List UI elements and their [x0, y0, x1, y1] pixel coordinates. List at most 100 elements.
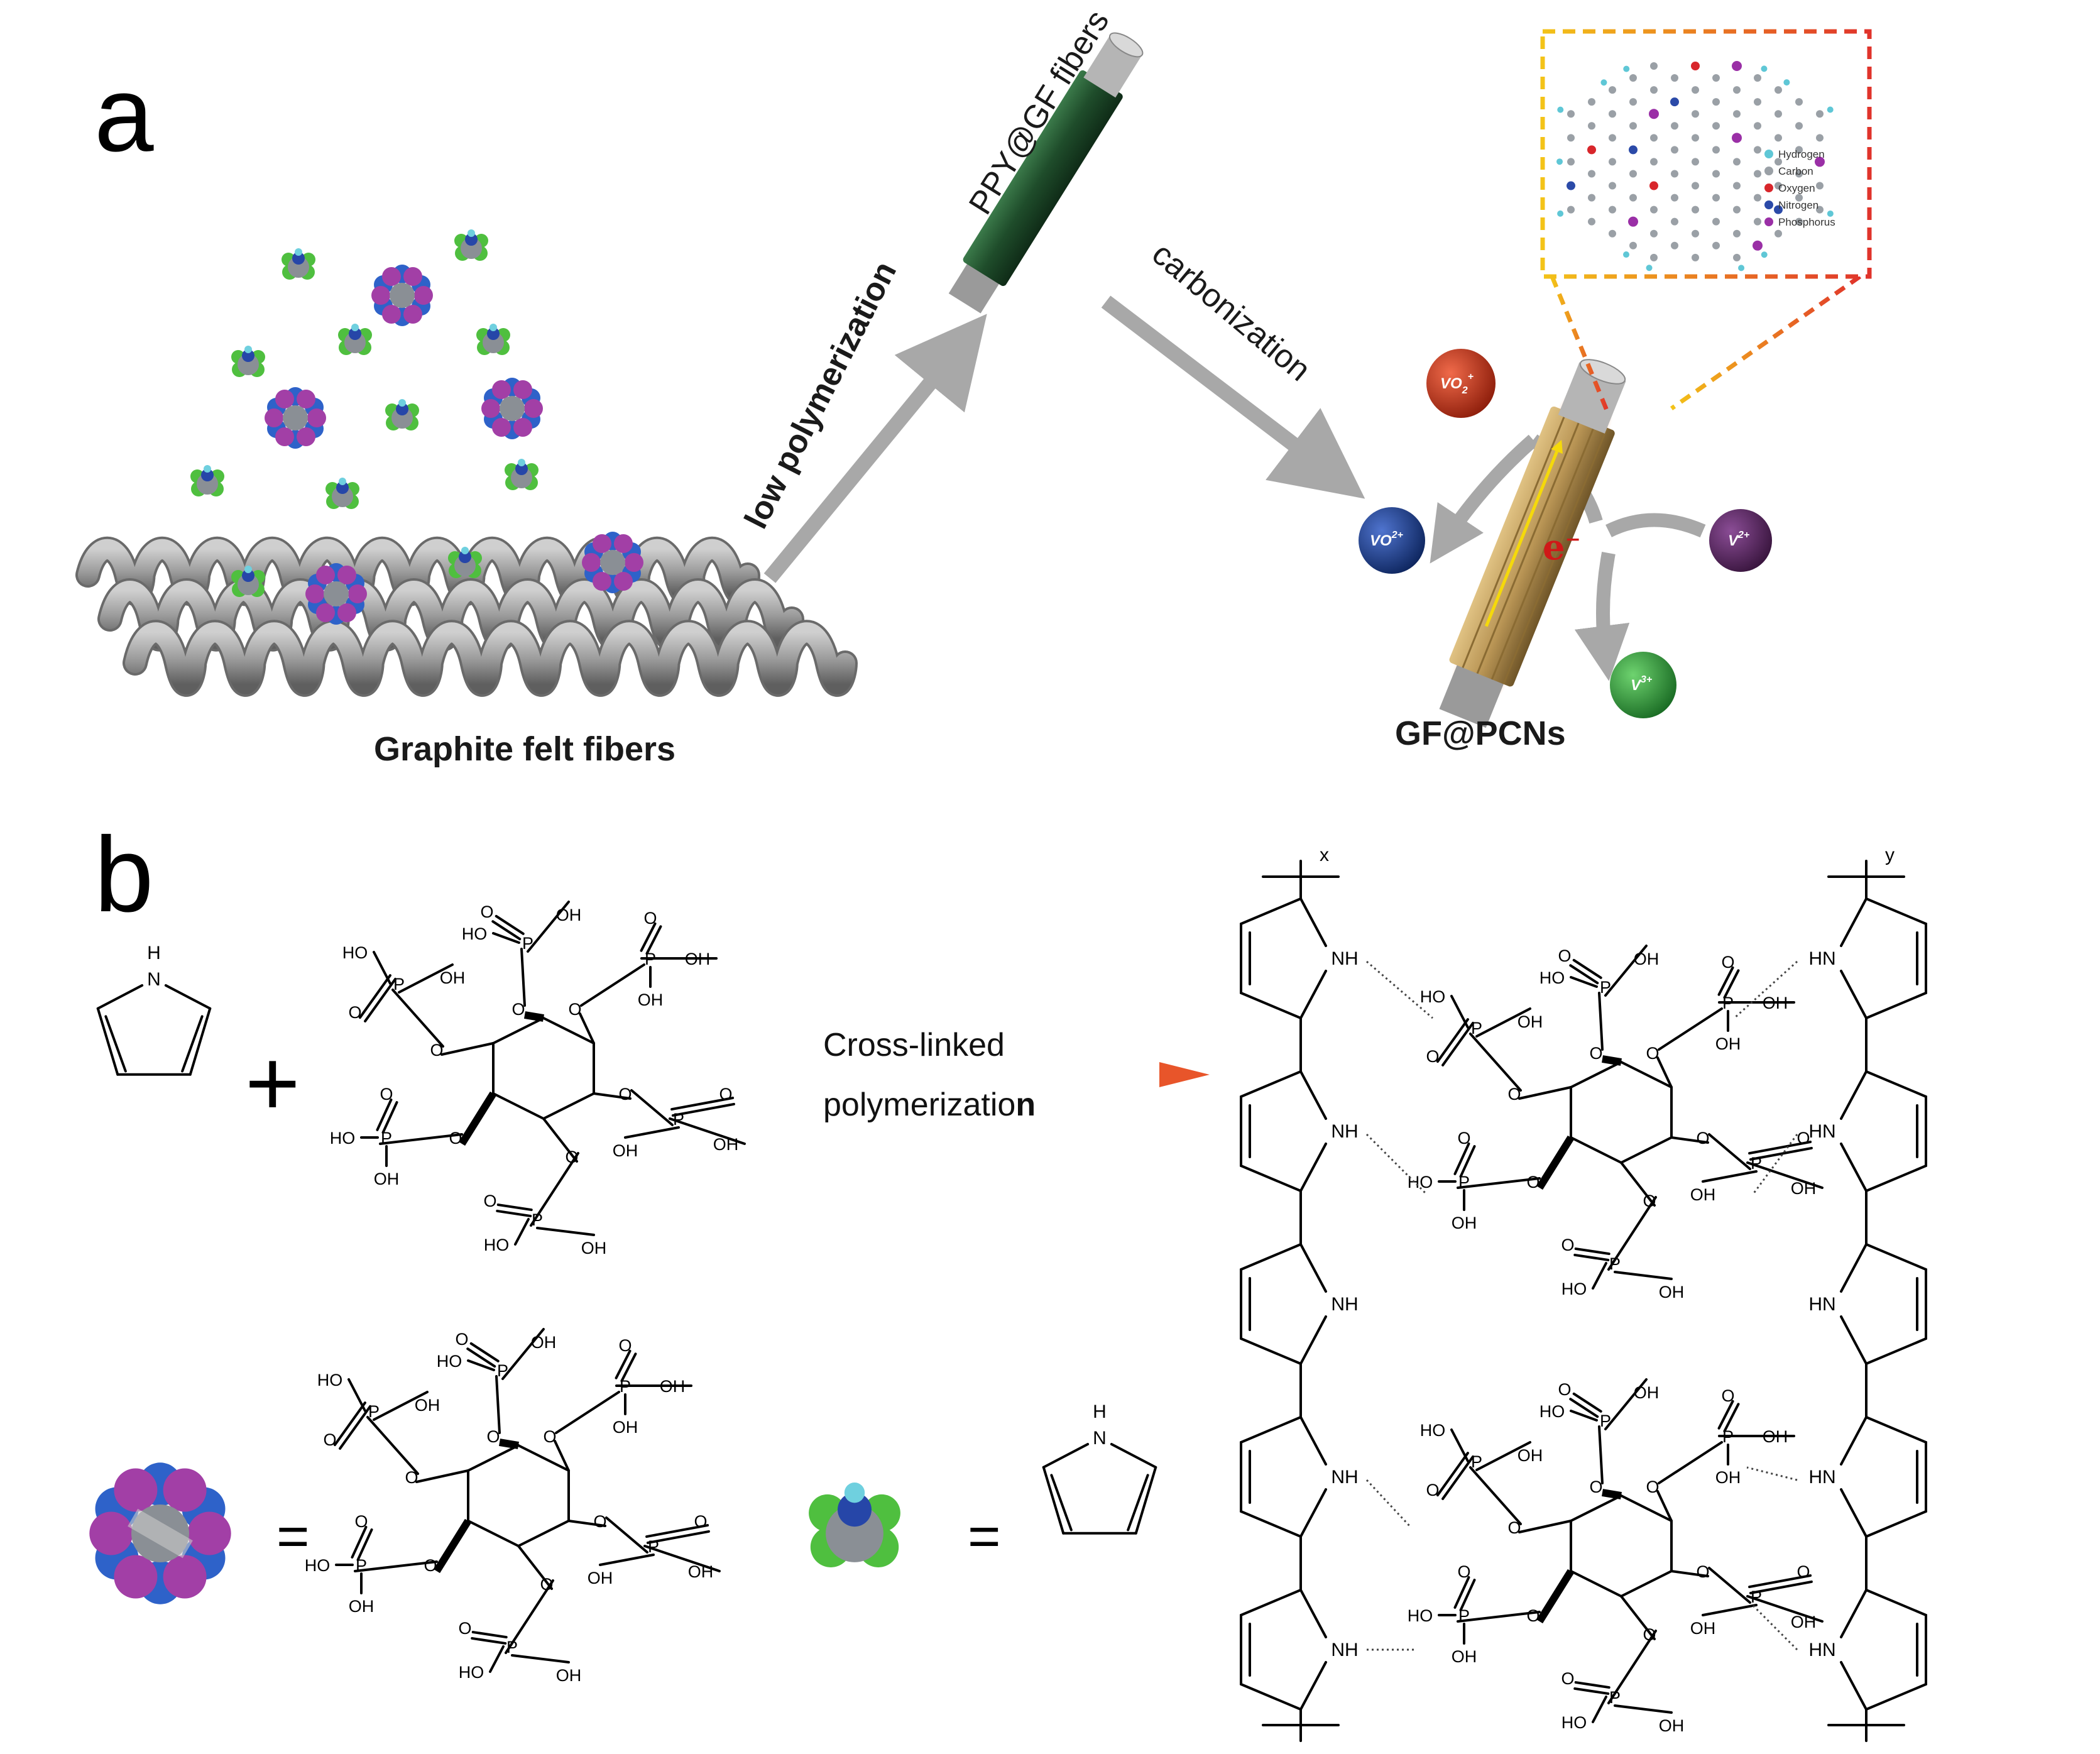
atom-label: NH [1331, 1294, 1358, 1315]
atom-label: O [1558, 946, 1571, 965]
lattice-atom [1754, 170, 1761, 178]
lattice-atom [1712, 170, 1720, 178]
legend-swatch [1764, 184, 1773, 192]
atom-label: O [1696, 1129, 1709, 1148]
lattice-atom [1733, 86, 1741, 94]
chem-bond [1749, 1146, 1813, 1161]
lattice-atom [1732, 61, 1742, 71]
legend-label: Nitrogen [1778, 199, 1818, 211]
atom-label: HN [1808, 1121, 1835, 1142]
chem-bond [517, 1444, 570, 1472]
legend-swatch [1764, 217, 1773, 226]
atom-label: O [483, 1192, 496, 1210]
legend-label: Phosphorus [1778, 216, 1835, 228]
lattice-atom [1692, 134, 1699, 142]
chem-bond [1620, 1595, 1656, 1640]
chem-bond [1598, 1425, 1604, 1484]
ion-v-3plus: V3+ [1610, 652, 1676, 718]
lattice-hydrogen [1738, 265, 1745, 271]
atom-label: HO [1420, 987, 1446, 1006]
atom-label: OH [1452, 1647, 1477, 1666]
atom-label: O [1589, 1044, 1602, 1063]
atom-label: O [348, 1003, 361, 1022]
atom-label: O [1426, 1481, 1439, 1499]
legend-label: Oxygen [1778, 182, 1815, 194]
lattice-atom [1691, 62, 1700, 70]
lattice-atom [1588, 122, 1595, 130]
chem-bond [1475, 1441, 1531, 1471]
atom-label: O [1643, 1625, 1656, 1644]
carbonization-arrow [1101, 295, 1365, 499]
atom-label: O [593, 1512, 606, 1531]
chem-bond [542, 1017, 595, 1044]
lattice-atom [1650, 158, 1658, 166]
lattice-atom [1733, 253, 1741, 261]
lattice-atom [1795, 217, 1803, 226]
lattice-atom [1733, 206, 1741, 214]
legend-swatch [1764, 200, 1773, 209]
chem-bond [593, 1092, 632, 1100]
chem-bond [1598, 992, 1604, 1051]
chem-bond [1620, 1570, 1673, 1598]
lattice-atom [1712, 122, 1720, 130]
atom-label: HO [305, 1556, 331, 1575]
chem-bond [640, 922, 657, 952]
atom-label: OH [1659, 1283, 1685, 1302]
lattice-atom [1774, 205, 1783, 214]
atom-label: O [430, 1041, 443, 1060]
chem-bond [542, 1117, 578, 1163]
atom-label: O [1426, 1047, 1439, 1066]
chem-bond [1748, 1574, 1812, 1589]
chem-bond [1702, 1604, 1758, 1616]
svg-text:V2+: V2+ [1728, 530, 1749, 549]
ion-vo2-plus: VO2+ [1426, 349, 1496, 418]
chem-bond [1865, 1243, 1927, 1271]
chem-bond [354, 1560, 438, 1572]
lattice-atom [1816, 134, 1824, 142]
chem-bond [1865, 992, 1927, 1019]
chem-bond [1614, 1271, 1673, 1280]
chem-bond [643, 1545, 721, 1572]
electron-label: e− [1543, 527, 1581, 568]
chem-bond [492, 1092, 545, 1120]
chem-bond [645, 1524, 709, 1538]
chem-bond [1573, 1687, 1610, 1695]
reaction-label-line1: Cross-linked [823, 1027, 1005, 1063]
chem-bond [1240, 1416, 1302, 1444]
ion-flow-arrow [1574, 551, 1630, 681]
chem-bond [1240, 1070, 1302, 1098]
atom-label: P [532, 1210, 543, 1229]
felt-fiber [100, 581, 802, 649]
chem-bond [527, 901, 570, 953]
atom-label: OH [685, 950, 711, 968]
lattice-atom [1629, 194, 1637, 202]
chem-bond [1708, 1133, 1751, 1170]
chem-bond [1574, 1681, 1611, 1689]
lattice-hydrogen [1557, 210, 1564, 217]
atom-label: O [405, 1468, 418, 1487]
chem-bond [1441, 1021, 1475, 1066]
lattice-atom [1609, 110, 1616, 118]
chem-bond [1865, 1165, 1927, 1192]
lattice-atom [1609, 134, 1616, 142]
atom-label: HO [1561, 1713, 1587, 1732]
chem-bond [495, 1375, 501, 1434]
atom-label: OH [349, 1597, 375, 1616]
chem-bond [164, 984, 212, 1010]
lattice-hydrogen [1783, 79, 1790, 86]
chem-bond [1620, 1136, 1673, 1164]
chem-bond [1670, 1136, 1709, 1144]
chem-bond [1457, 1611, 1541, 1623]
chem-bond [1604, 945, 1648, 997]
atom-label: OH [1518, 1446, 1543, 1465]
phytic-acid-molecule [265, 387, 326, 449]
atom-label: O [424, 1556, 437, 1575]
lattice-atom [1567, 206, 1575, 214]
lattice-atom [1732, 133, 1742, 143]
chem-bond [1708, 1567, 1751, 1604]
atom-label: P [506, 1638, 518, 1657]
chem-bond [1042, 1466, 1065, 1535]
chem-bond [467, 1444, 520, 1472]
ion-vo-2plus: VO2+ [1359, 507, 1425, 574]
